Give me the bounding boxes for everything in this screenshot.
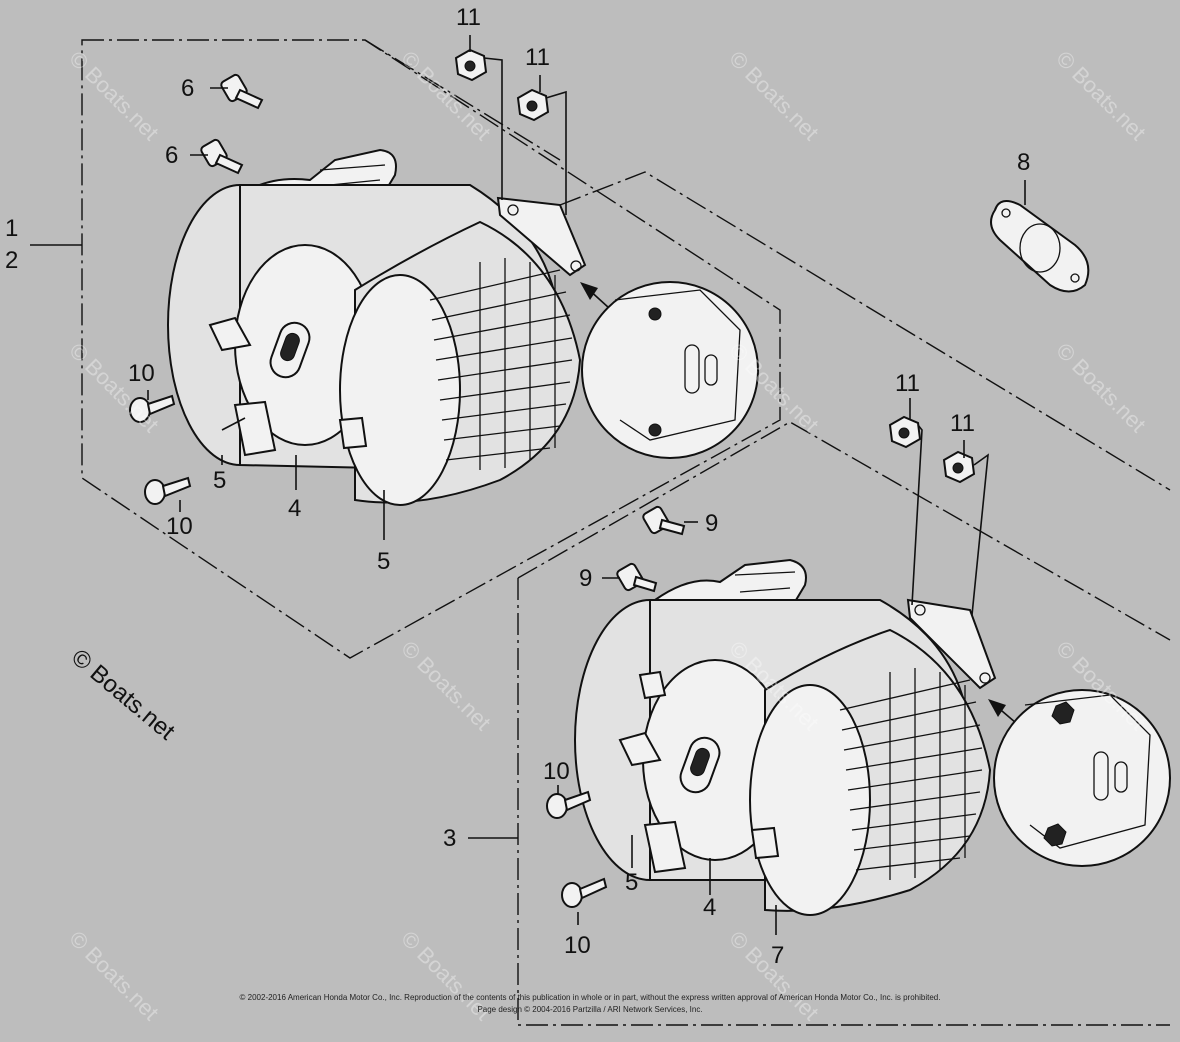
flange-nut-4 bbox=[942, 450, 976, 484]
callout-9-lower: 9 bbox=[579, 565, 592, 592]
callout-7: 7 bbox=[771, 942, 784, 969]
bolt-9-upper bbox=[642, 505, 686, 536]
callout-8: 8 bbox=[1017, 149, 1030, 176]
leader-lines bbox=[30, 35, 1026, 935]
copyright-footer: © 2002-2016 American Honda Motor Co., In… bbox=[240, 993, 941, 1014]
assembly-outline-upper bbox=[81, 39, 1171, 659]
callout-3: 3 bbox=[443, 825, 456, 852]
callout-11-c: 11 bbox=[895, 370, 920, 397]
flange-nut-1 bbox=[454, 48, 488, 82]
screw-10-d bbox=[561, 877, 608, 908]
muffler-assembly-upper bbox=[167, 148, 621, 506]
callout-10-b: 10 bbox=[166, 513, 193, 540]
watermark: © Boats.net bbox=[724, 926, 823, 1025]
callout-6-lower: 6 bbox=[165, 142, 178, 169]
callout-1: 1 bbox=[5, 215, 18, 242]
callout-4-upper: 4 bbox=[288, 495, 301, 522]
callout-9-upper: 9 bbox=[705, 510, 718, 537]
muffler-assembly-lower bbox=[574, 558, 1031, 916]
callout-11-b: 11 bbox=[525, 44, 550, 71]
callout-6-upper: 6 bbox=[181, 75, 194, 102]
callout-4-lower: 4 bbox=[703, 894, 716, 921]
bolt-9-lower bbox=[616, 562, 658, 593]
copyright-line-1: © 2002-2016 American Honda Motor Co., In… bbox=[240, 993, 941, 1002]
gasket bbox=[990, 200, 1090, 293]
assembly-outline-lower bbox=[517, 421, 1171, 1026]
watermark: © Boats.net bbox=[724, 46, 823, 145]
screw-10-c bbox=[546, 790, 592, 819]
callout-5-upper-left: 5 bbox=[213, 467, 226, 494]
watermark: © Boats.net bbox=[1051, 46, 1150, 145]
screw-10-a bbox=[129, 394, 176, 423]
callout-11-d: 11 bbox=[950, 410, 975, 437]
flange-nut-3 bbox=[888, 415, 922, 449]
bolt-6-lower bbox=[200, 138, 244, 175]
grille-slots-lower bbox=[839, 668, 983, 880]
callout-10-c: 10 bbox=[543, 758, 570, 785]
watermark: © Boats.net bbox=[64, 926, 163, 1025]
callout-5-lower: 5 bbox=[625, 869, 638, 896]
screw-10-b bbox=[144, 476, 192, 505]
grille-slots-upper bbox=[429, 258, 573, 470]
detail-view-upper bbox=[581, 281, 759, 459]
watermark: © Boats.net bbox=[1051, 338, 1150, 437]
watermark: © Boats.net bbox=[64, 46, 163, 145]
watermark: © Boats.net bbox=[396, 636, 495, 735]
copyright-line-2: Page design © 2004-2016 Partzilla / ARI … bbox=[477, 1005, 702, 1014]
bolt-6-upper bbox=[220, 73, 264, 110]
flange-nut-2 bbox=[516, 88, 550, 122]
detail-view-lower bbox=[993, 689, 1171, 867]
callout-5-upper-right: 5 bbox=[377, 548, 390, 575]
callout-11-a: 11 bbox=[456, 4, 481, 31]
watermark: © Boats.net bbox=[64, 338, 163, 437]
callout-2: 2 bbox=[5, 247, 18, 274]
callout-10-a: 10 bbox=[128, 360, 155, 387]
watermark-dark: © Boats.net bbox=[66, 644, 180, 746]
callout-10-d: 10 bbox=[564, 932, 591, 959]
callout-labels: 1 2 3 4 4 5 5 5 6 6 7 8 9 9 10 10 10 10 … bbox=[5, 4, 1030, 969]
